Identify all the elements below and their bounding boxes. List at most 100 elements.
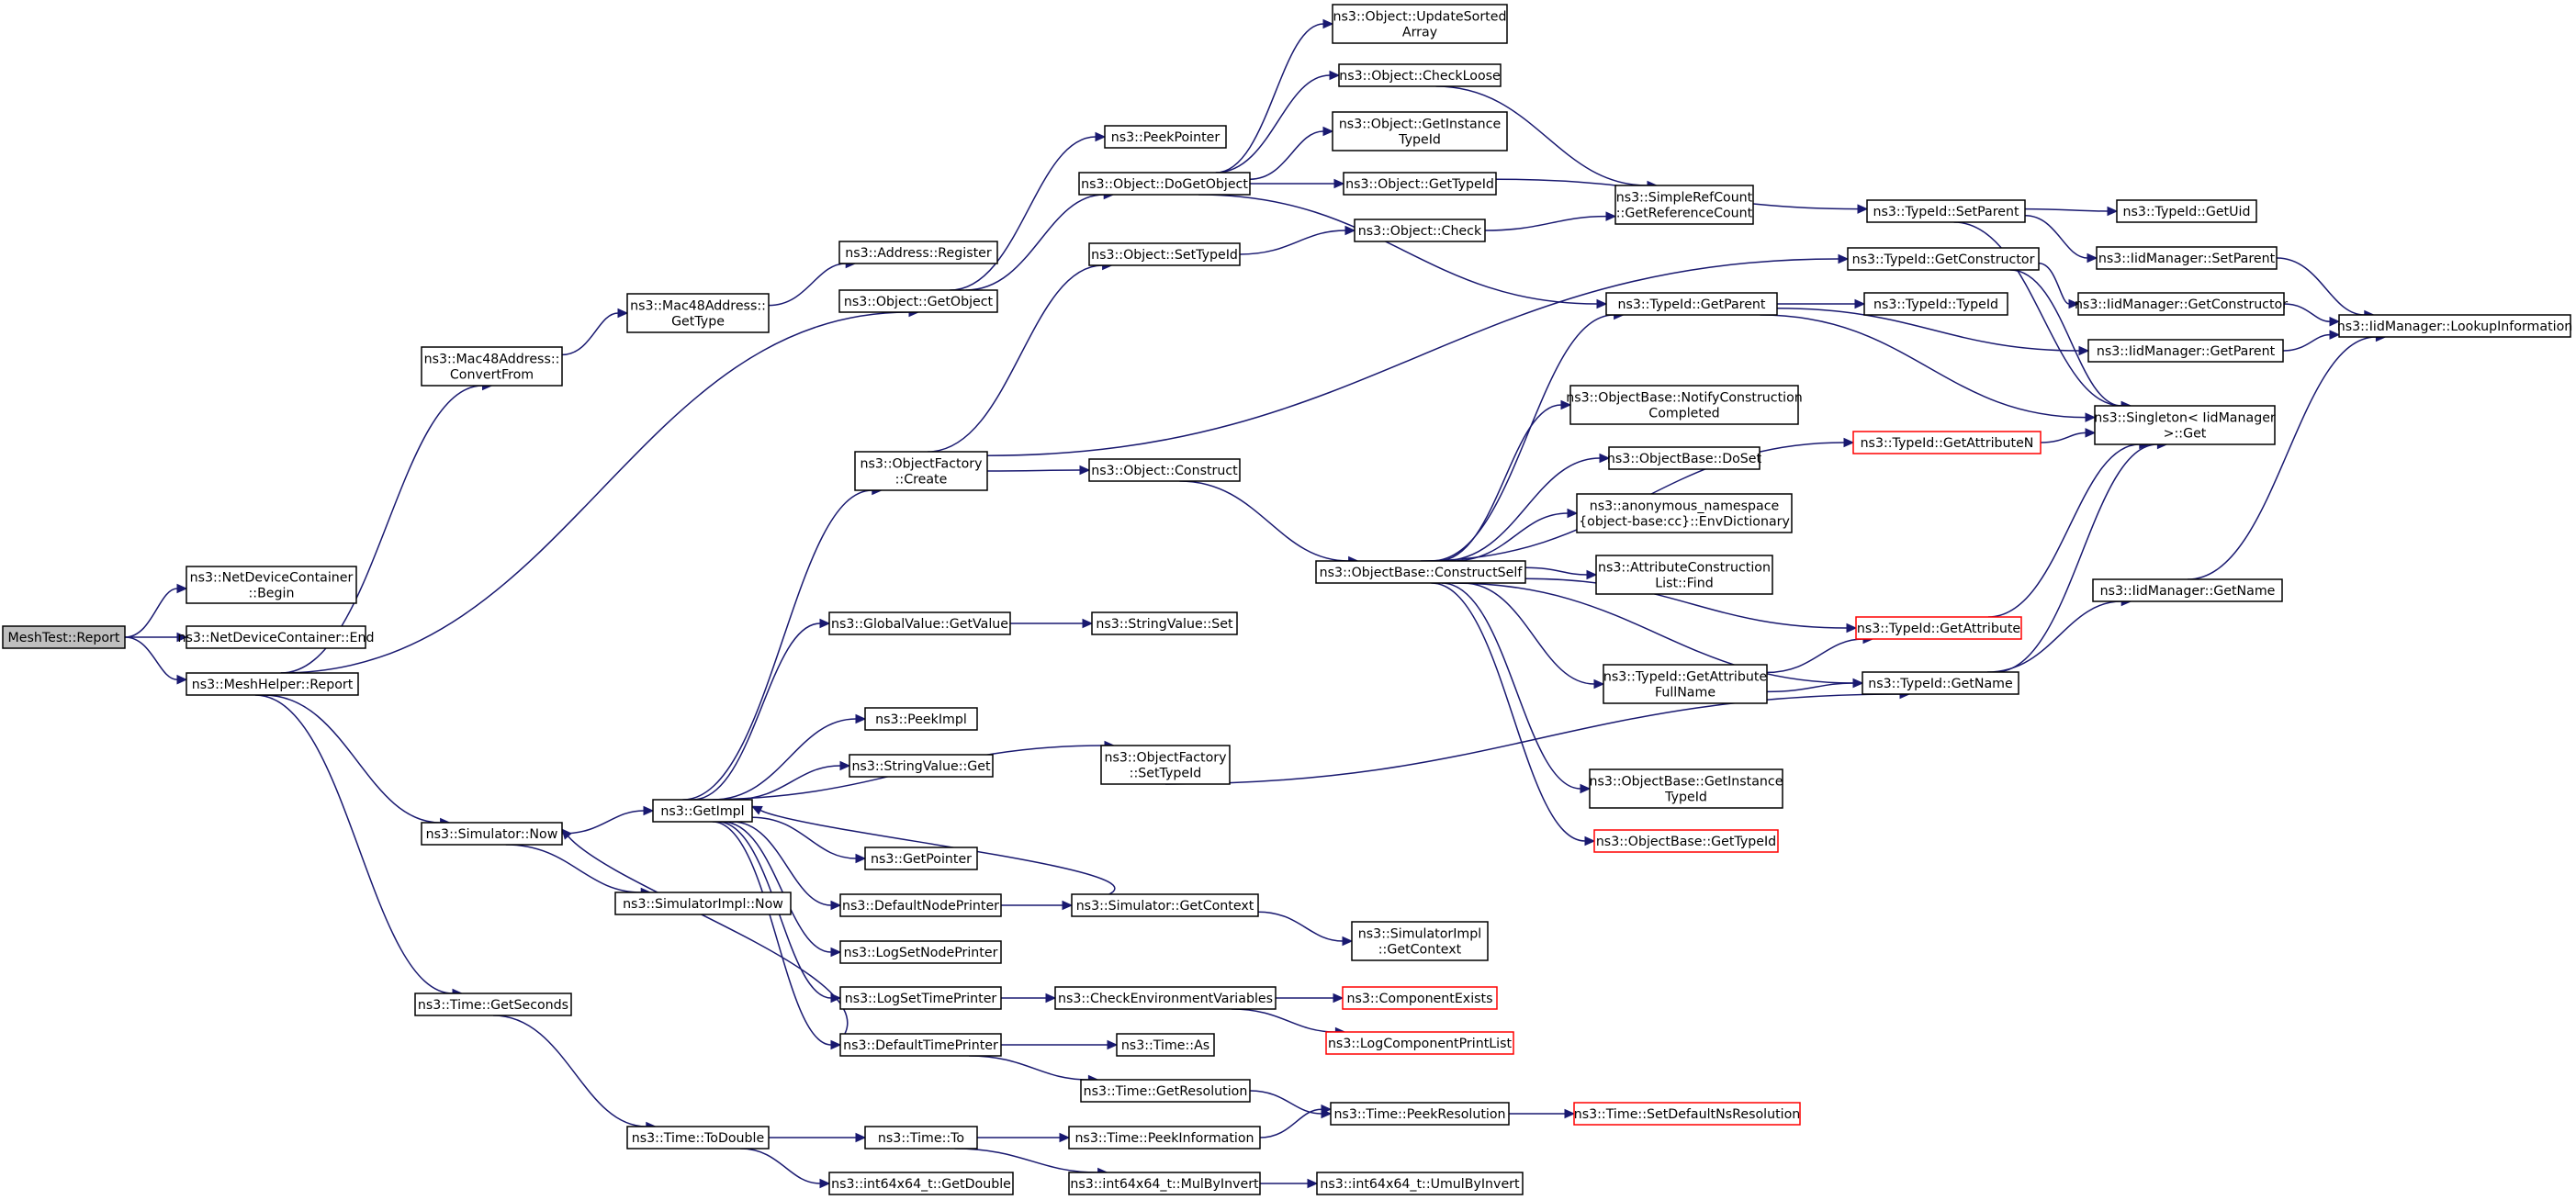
arrowhead-n16-n24	[2078, 345, 2090, 356]
function-node[interactable]: ns3::Time::ToDouble	[626, 1126, 770, 1150]
function-node[interactable]: ns3::PeekImpl	[864, 707, 978, 731]
function-node[interactable]: ns3::Object::SetTypeId	[1088, 242, 1241, 266]
function-node[interactable]: ns3::LogSetTimePrinter	[839, 986, 1002, 1010]
function-node[interactable]: ns3::SimulatorImpl::Now	[614, 892, 792, 915]
function-node[interactable]: ns3::anonymous_namespace{object-base:cc}…	[1576, 493, 1793, 533]
node-label: ::GetReferenceCount	[1616, 207, 1753, 221]
function-node[interactable]: ns3::Time::PeekResolution	[1330, 1102, 1510, 1126]
edge-n18-n20	[2024, 215, 2088, 259]
function-node[interactable]: ns3::Mac48Address::ConvertFrom	[421, 346, 563, 387]
arrowhead-n43-n44	[1082, 618, 1094, 629]
function-node[interactable]: ns3::Time::PeekInformation	[1068, 1126, 1261, 1150]
function-node[interactable]: ns3::Simulator::Now	[421, 822, 563, 846]
function-node[interactable]: ns3::IidManager::GetConstructor	[2075, 292, 2288, 316]
function-node[interactable]: ns3::Object::GetTypeId	[1343, 172, 1497, 196]
function-node[interactable]: ns3::Address::Register	[838, 241, 998, 264]
function-node[interactable]: ns3::SimulatorImpl::GetContext	[1351, 921, 1489, 961]
node-label: ns3::Address::Register	[845, 246, 992, 261]
function-node[interactable]: ns3::Object::CheckLoose	[1338, 63, 1502, 87]
function-node[interactable]: ns3::GetImpl	[652, 799, 753, 823]
function-node[interactable]: ns3::TypeId::GetConstructor	[1847, 247, 2040, 271]
edge-n31-n40	[1441, 582, 1581, 790]
function-node[interactable]: ns3::ObjectBase::GetTypeId	[1593, 829, 1779, 853]
edge-n28-n17	[1484, 215, 1607, 231]
arrowhead-n28-n17	[1605, 211, 1617, 221]
function-node[interactable]: ns3::StringValue::Set	[1091, 611, 1238, 635]
node-label: ns3::IidManager::GetParent	[2097, 344, 2276, 359]
function-node[interactable]: ns3::LogComponentPrintList	[1325, 1031, 1514, 1055]
node-box	[626, 293, 770, 333]
node-label: ns3::Time::GetResolution	[1084, 1084, 1248, 1099]
function-node[interactable]: ns3::TypeId::GetAttributeN	[1852, 431, 2042, 454]
node-box	[1863, 292, 2008, 316]
function-node[interactable]: ns3::Simulator::GetContext	[1071, 893, 1259, 917]
function-node[interactable]: ns3::GlobalValue::GetValue	[828, 611, 1011, 635]
function-node[interactable]: ns3::Object::Check	[1354, 219, 1486, 242]
function-node[interactable]: ns3::PeekPointer	[1104, 125, 1227, 149]
function-node[interactable]: ns3::TypeId::TypeId	[1863, 292, 2008, 316]
edge-n42-n21	[2040, 432, 2087, 443]
function-node[interactable]: ns3::ObjectBase::NotifyConstructionCompl…	[1566, 385, 1803, 425]
function-node[interactable]: ns3::DefaultTimePrinter	[839, 1033, 1002, 1057]
function-node[interactable]: ns3::int64x64_t::GetDouble	[828, 1172, 1014, 1195]
function-node[interactable]: ns3::TypeId::GetName	[1862, 671, 2019, 695]
node-box	[828, 611, 1011, 635]
edge-n31-n34	[1452, 512, 1569, 562]
function-node[interactable]: ns3::ObjectFactory::Create	[854, 451, 988, 491]
edge-n11-n13	[1215, 74, 1331, 174]
arrowhead-n11-n12	[1322, 18, 1334, 29]
function-node[interactable]: ns3::Time::GetSeconds	[414, 993, 572, 1016]
node-label: ns3::Object::GetTypeId	[1345, 177, 1494, 192]
node-label: ns3::IidManager::GetConstructor	[2075, 297, 2288, 312]
node-label: ns3::Time::PeekInformation	[1074, 1131, 1254, 1146]
function-node[interactable]: ns3::Object::DoGetObject	[1078, 172, 1251, 196]
function-node[interactable]: ns3::LogSetNodePrinter	[839, 940, 1002, 964]
function-node[interactable]: ns3::StringValue::Get	[849, 754, 994, 778]
function-node[interactable]: ns3::Time::To	[864, 1126, 978, 1150]
function-node[interactable]: ns3::IidManager::GetParent	[2087, 339, 2284, 363]
function-node[interactable]: ns3::ObjectFactory::SetTypeId	[1100, 745, 1231, 785]
arrowhead-n31-n37	[1593, 679, 1605, 690]
node-box	[1862, 671, 2019, 695]
function-node[interactable]: ns3::Object::GetObject	[838, 289, 998, 313]
node-label: ns3::TypeId::GetConstructor	[1852, 252, 2035, 267]
function-node[interactable]: ns3::TypeId::GetParent	[1605, 292, 1778, 316]
node-label: ns3::NetDeviceContainer::End	[178, 631, 375, 645]
function-node[interactable]: ns3::Object::Construct	[1088, 458, 1241, 482]
function-node[interactable]: ns3::ObjectBase::ConstructSelf	[1315, 560, 1526, 584]
node-box	[1080, 1079, 1251, 1103]
function-node[interactable]: ns3::TypeId::GetAttribute	[1855, 616, 2022, 640]
function-node[interactable]: ns3::ComponentExists	[1342, 986, 1498, 1010]
function-node[interactable]: ns3::IidManager::SetParent	[2096, 246, 2278, 270]
function-node[interactable]: ns3::NetDeviceContainer::End	[178, 625, 375, 649]
node-label: ns3::int64x64_t::GetDouble	[831, 1177, 1011, 1192]
node-label: ns3::anonymous_namespace	[1590, 499, 1780, 514]
function-node[interactable]: ns3::DefaultNodePrinter	[839, 893, 1002, 917]
function-node[interactable]: ns3::int64x64_t::MulByInvert	[1068, 1172, 1261, 1195]
function-node[interactable]: ns3::Time::As	[1116, 1033, 1215, 1057]
function-node[interactable]: ns3::int64x64_t::UmulByInvert	[1316, 1172, 1524, 1195]
function-node[interactable]: ns3::IidManager::GetName	[2092, 578, 2283, 602]
function-node[interactable]: ns3::IidManager::LookupInformation	[2337, 314, 2573, 338]
function-node[interactable]: ns3::Time::SetDefaultNsResolution	[1573, 1102, 1801, 1126]
function-node[interactable]: ns3::CheckEnvironmentVariables	[1054, 986, 1277, 1010]
function-node[interactable]: ns3::TypeId::GetUid	[2116, 199, 2257, 223]
edge-n3-n5	[280, 311, 910, 674]
function-node[interactable]: ns3::SimpleRefCount::GetReferenceCount	[1614, 185, 1754, 225]
function-node[interactable]: ns3::NetDeviceContainer::Begin	[186, 566, 357, 604]
node-box	[1603, 664, 1768, 704]
node-box	[1091, 611, 1238, 635]
function-node[interactable]: ns3::Time::GetResolution	[1080, 1079, 1251, 1103]
function-node[interactable]: ns3::MeshHelper::Report	[186, 672, 359, 696]
edge-n24-n22	[2282, 333, 2331, 352]
function-node[interactable]: ns3::Mac48Address::GetType	[626, 293, 770, 333]
function-node[interactable]: ns3::ObjectBase::DoSet	[1607, 446, 1762, 470]
function-node[interactable]: ns3::Singleton< IidManager>::Get	[2094, 405, 2276, 445]
function-node[interactable]: ns3::GetPointer	[864, 847, 978, 870]
function-node[interactable]: ns3::TypeId::SetParent	[1866, 199, 2026, 223]
